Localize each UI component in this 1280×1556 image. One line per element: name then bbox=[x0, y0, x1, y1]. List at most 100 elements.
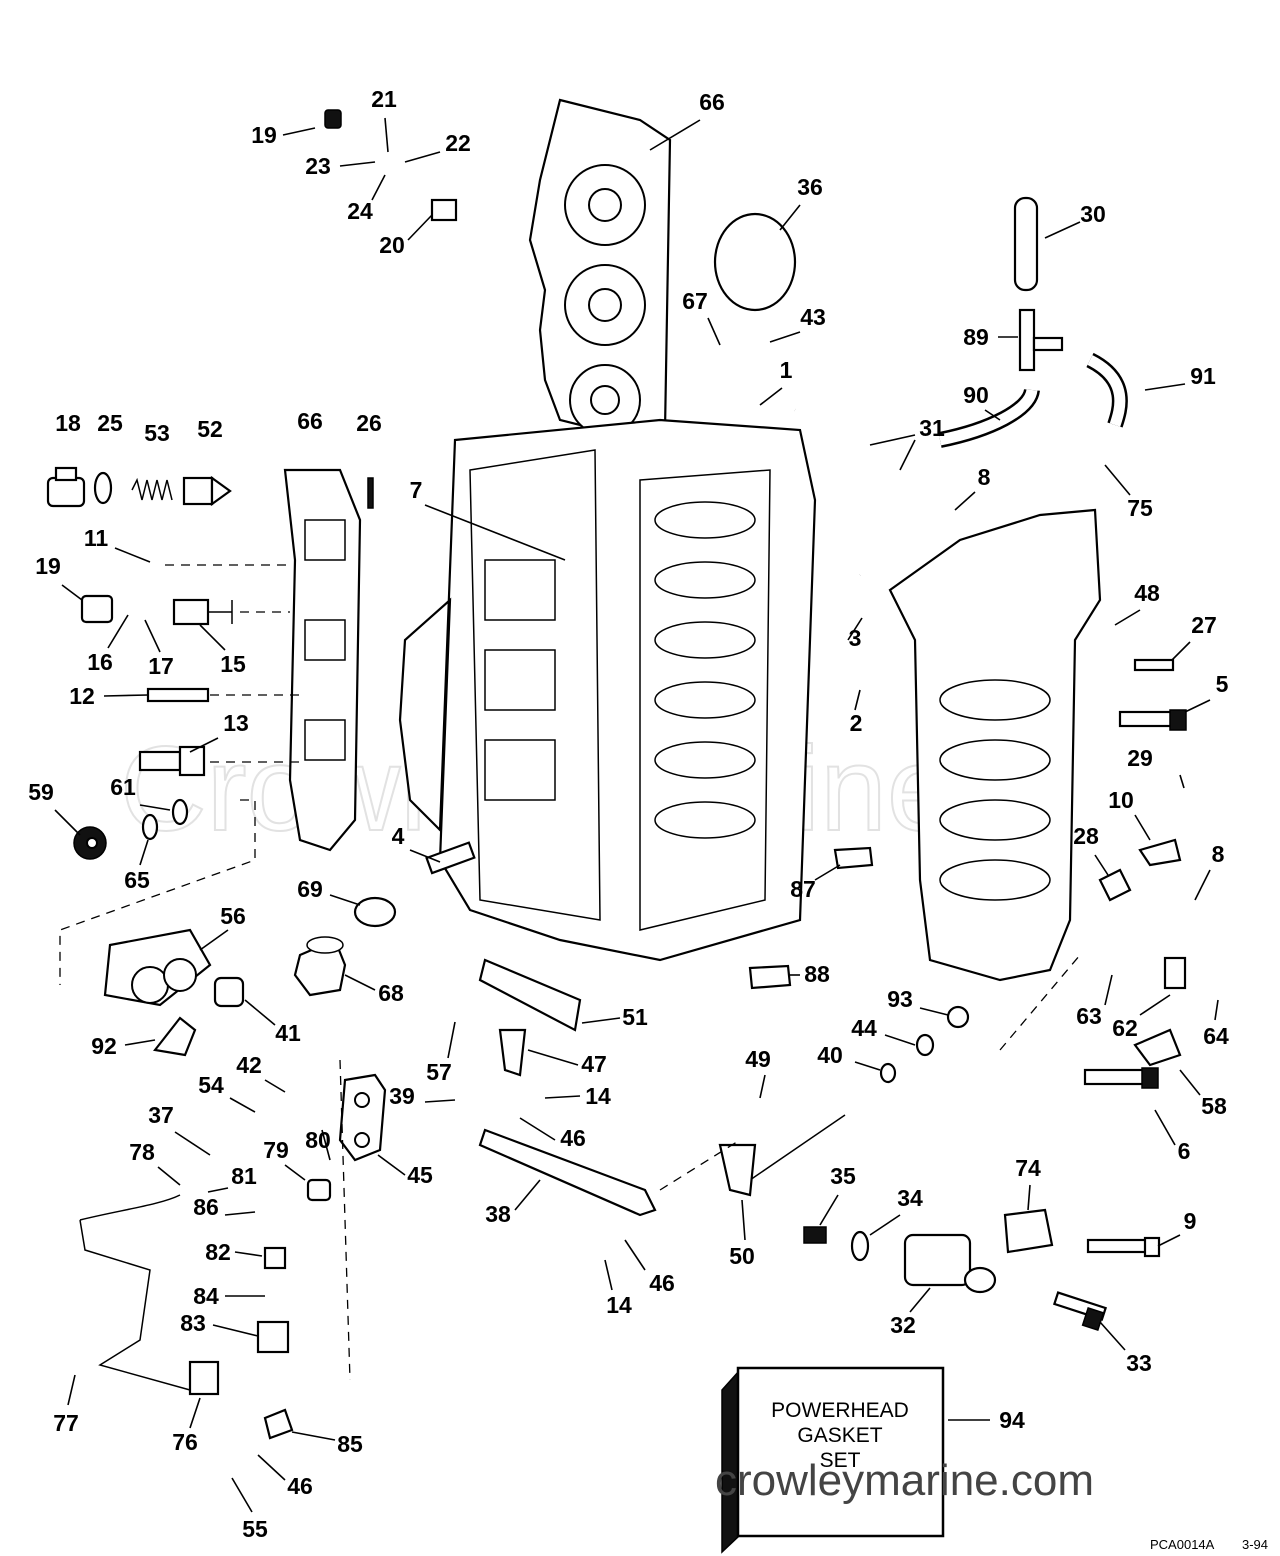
part-number-label: 55 bbox=[242, 1516, 268, 1542]
part-number-label: 4 bbox=[392, 823, 405, 849]
leader-line bbox=[404, 151, 441, 163]
leader-line bbox=[1214, 999, 1219, 1021]
part-number-label: 1 bbox=[780, 357, 793, 383]
bracket-part-62 bbox=[1163, 956, 1187, 990]
connector-part-83 bbox=[256, 1320, 290, 1354]
part-number-label: 45 bbox=[407, 1162, 433, 1188]
leader-line bbox=[854, 1061, 881, 1071]
washer-part-65 bbox=[141, 813, 159, 841]
leader-line bbox=[54, 809, 81, 836]
part-number-label: 23 bbox=[305, 153, 331, 179]
part-number-label: 77 bbox=[53, 1410, 79, 1436]
box-line-3: SET bbox=[820, 1449, 861, 1472]
leader-line bbox=[1171, 641, 1191, 661]
part-number-label: 5 bbox=[1216, 671, 1229, 697]
part-number-label: 88 bbox=[804, 961, 830, 987]
leader-line bbox=[954, 491, 976, 511]
part-number-label: 51 bbox=[622, 1004, 648, 1030]
part-number-label: 74 bbox=[1015, 1155, 1041, 1181]
part-number-label: 25 bbox=[97, 410, 123, 436]
part-number-label: 6 bbox=[1178, 1138, 1191, 1164]
part-number-label: 7 bbox=[410, 477, 423, 503]
leader-line bbox=[124, 1039, 156, 1046]
leader-line bbox=[1179, 1069, 1201, 1096]
grommet-part-59 bbox=[73, 826, 107, 860]
elbow-part-28 bbox=[1098, 868, 1132, 902]
part-number-label: 75 bbox=[1127, 495, 1153, 521]
leader-line bbox=[624, 1239, 646, 1271]
o-ring-part-36 bbox=[713, 212, 797, 312]
plug-part-74 bbox=[1003, 1208, 1054, 1254]
part-number-label: 12 bbox=[69, 683, 95, 709]
part-number-label: 40 bbox=[817, 1042, 843, 1068]
leader-line bbox=[1044, 221, 1081, 239]
part-number-label: 22 bbox=[445, 130, 471, 156]
washer-part-44 bbox=[915, 1033, 935, 1057]
leader-line bbox=[649, 119, 701, 151]
plug-part-19 bbox=[324, 109, 342, 129]
leader-line bbox=[1104, 464, 1131, 496]
valve-part-15 bbox=[172, 598, 233, 626]
part-number-label: 53 bbox=[144, 420, 170, 446]
part-number-label: 16 bbox=[87, 649, 113, 675]
part-number-label: 8 bbox=[1212, 841, 1225, 867]
part-number-label: 46 bbox=[649, 1270, 675, 1296]
part-number-label: 36 bbox=[797, 174, 823, 200]
leader-line bbox=[1027, 1184, 1031, 1211]
leader-line bbox=[779, 204, 801, 231]
leader-line bbox=[424, 1099, 456, 1103]
cam-part-47 bbox=[498, 1028, 527, 1077]
leader-line bbox=[1179, 774, 1185, 789]
leader-line bbox=[244, 999, 276, 1026]
part-number-label: 29 bbox=[1127, 745, 1153, 771]
washer-part-61 bbox=[171, 798, 189, 826]
part-number-label: 68 bbox=[378, 980, 404, 1006]
washer-part-40 bbox=[879, 1062, 897, 1084]
part-number-label: 28 bbox=[1073, 823, 1099, 849]
part-number-label: 42 bbox=[236, 1052, 262, 1078]
leader-line bbox=[103, 694, 149, 697]
leader-line bbox=[212, 1324, 259, 1337]
leader-line bbox=[514, 1179, 541, 1211]
leader-line bbox=[544, 1095, 581, 1099]
leader-line bbox=[409, 849, 441, 863]
leader-line bbox=[264, 1079, 286, 1093]
leader-line bbox=[759, 1074, 766, 1099]
screw-part-35 bbox=[803, 1226, 827, 1244]
leader-line bbox=[291, 1431, 336, 1441]
part-number-label: 30 bbox=[1080, 201, 1106, 227]
part-number-label: 46 bbox=[560, 1125, 586, 1151]
leader-line bbox=[234, 1251, 263, 1257]
leader-line bbox=[339, 161, 376, 167]
leader-line bbox=[199, 929, 229, 951]
leader-line bbox=[174, 1131, 211, 1156]
part-number-label: 37 bbox=[148, 1102, 174, 1128]
leader-line bbox=[919, 1007, 949, 1016]
leader-line bbox=[321, 1129, 331, 1161]
leader-line bbox=[909, 1287, 931, 1313]
leader-line bbox=[139, 804, 171, 811]
part-number-label: 59 bbox=[28, 779, 54, 805]
leader-line bbox=[707, 317, 721, 346]
crankcase-cover-part bbox=[888, 508, 1102, 982]
part-number-label: 62 bbox=[1112, 1015, 1138, 1041]
leader-line bbox=[189, 737, 219, 753]
leader-line bbox=[741, 1199, 746, 1241]
part-number-label: 14 bbox=[585, 1083, 611, 1109]
leader-line bbox=[1144, 383, 1186, 391]
part-number-label: 69 bbox=[297, 876, 323, 902]
reference-code: PCA0014A bbox=[1150, 1537, 1215, 1552]
part-number-label: 80 bbox=[305, 1127, 331, 1153]
leader-line bbox=[984, 409, 1001, 421]
sensor-part-80 bbox=[306, 1178, 332, 1202]
leader-line bbox=[257, 1454, 286, 1481]
part-number-label: 44 bbox=[851, 1015, 877, 1041]
part-number-label: 41 bbox=[275, 1020, 301, 1046]
leader-line bbox=[329, 894, 361, 906]
leader-line bbox=[207, 1187, 229, 1193]
bolt-part-33 bbox=[1052, 1291, 1108, 1331]
part-number-label: 34 bbox=[897, 1185, 923, 1211]
part-number-label: 33 bbox=[1126, 1350, 1152, 1376]
leader-line bbox=[581, 1017, 621, 1024]
part-number-label: 21 bbox=[371, 86, 397, 112]
